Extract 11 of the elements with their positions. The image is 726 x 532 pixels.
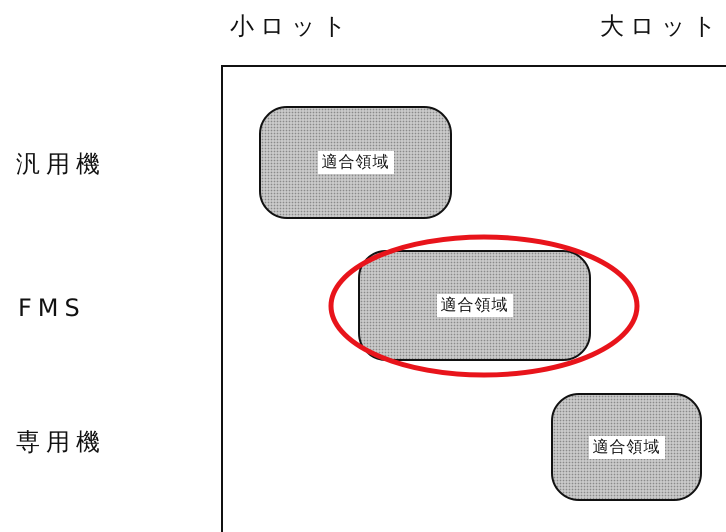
row-heading: 専用機 xyxy=(16,427,106,458)
region-label: 適合領域 xyxy=(588,436,664,458)
region-box xyxy=(259,106,452,219)
region-box xyxy=(551,393,702,501)
row-heading: 汎用機 xyxy=(16,149,106,180)
region-box xyxy=(358,250,591,361)
column-heading: 小ロット xyxy=(230,11,353,42)
column-heading: 大ロット xyxy=(600,11,723,42)
region-label: 適合領域 xyxy=(436,294,512,317)
row-heading: FMS xyxy=(18,294,86,322)
region-label: 適合領域 xyxy=(318,151,394,174)
